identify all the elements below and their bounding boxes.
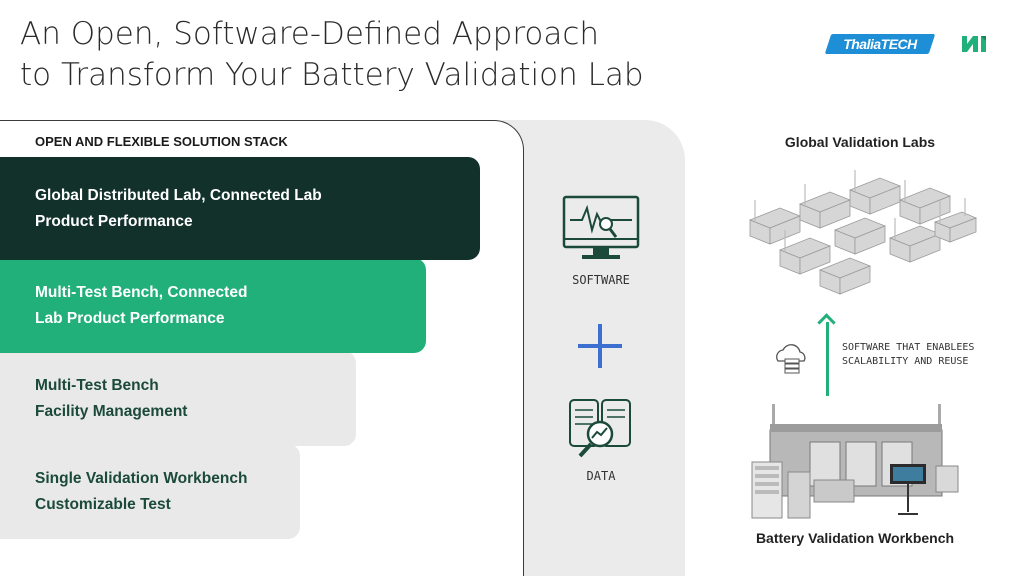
slide-title-line-1: An Open, Software-Defined Approach: [20, 16, 600, 52]
tier-2-line-2: Lab Product Performance: [35, 309, 225, 327]
tier-3-line-1: Multi-Test Bench: [35, 376, 159, 394]
software-label: SOFTWARE: [572, 273, 630, 287]
stack-tier-multi-bench-connected: Multi-Test Bench, Connected Lab Product …: [0, 258, 426, 353]
monitor-waveform-icon: [562, 195, 640, 259]
tier-1-line-1: Global Distributed Lab, Connected Lab: [35, 186, 322, 204]
scalability-arrow: [826, 322, 829, 396]
slide-title-line-2: to Transform Your Battery Validation Lab: [20, 57, 644, 93]
tier-4-line-1: Single Validation Workbench: [35, 469, 248, 487]
tier-2-line-1: Multi-Test Bench, Connected: [35, 283, 248, 301]
tier-3-line-2: Facility Management: [35, 402, 188, 420]
tier-1-line-2: Product Performance: [35, 212, 193, 230]
stack-tier-multi-bench-facility: Multi-Test Bench Facility Management: [0, 351, 356, 446]
battery-workbench-illustration: [751, 404, 959, 519]
stack-tier-global-lab: Global Distributed Lab, Connected Lab Pr…: [0, 157, 480, 260]
thaliatech-logo-text: ThaliaTECH: [843, 36, 917, 52]
thaliatech-logo: ThaliaTECH: [824, 34, 936, 54]
workbench-heading: Battery Validation Workbench: [755, 530, 955, 546]
solution-stack-heading: OPEN AND FLEXIBLE SOLUTION STACK: [35, 134, 288, 149]
cloud-server-icon: [776, 344, 806, 374]
scalability-text: SOFTWARE THAT ENABLEES SCALABILITY AND R…: [842, 341, 1022, 369]
plus-icon: [578, 324, 622, 368]
global-labs-heading: Global Validation Labs: [784, 134, 936, 150]
data-label: DATA: [586, 469, 616, 483]
tier-4-line-2: Customizable Test: [35, 495, 171, 513]
data-analysis-icon: [569, 399, 631, 458]
ni-logo: [962, 36, 986, 52]
stack-tier-single-workbench: Single Validation Workbench Customizable…: [0, 444, 300, 539]
slide-title: An Open, Software-Defined Approach to Tr…: [20, 14, 720, 96]
scalability-line-2: SCALABILITY AND REUSE: [842, 356, 969, 367]
scalability-line-1: SOFTWARE THAT ENABLEES: [842, 342, 975, 353]
global-labs-illustration: [748, 170, 978, 295]
